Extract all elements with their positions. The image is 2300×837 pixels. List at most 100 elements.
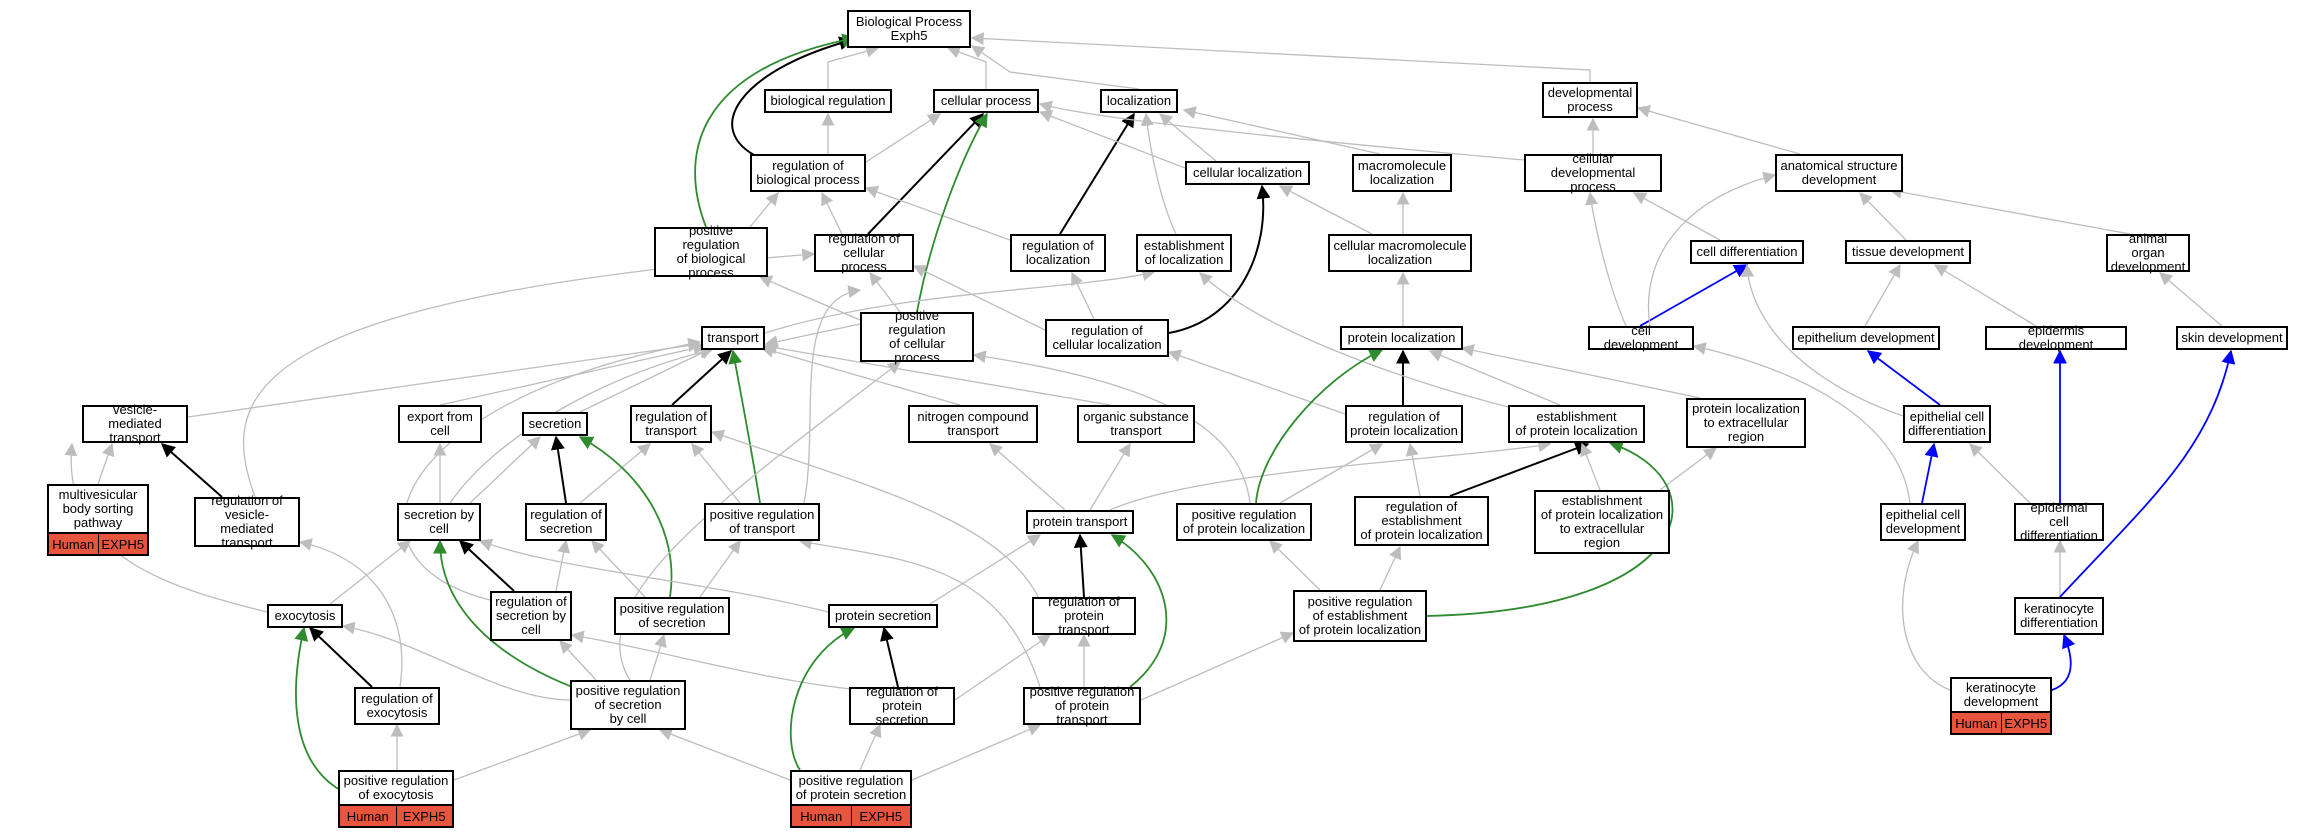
node-transport[interactable]: transport [701,326,765,350]
node-regsecretion[interactable]: regulation of secretion [525,503,607,541]
edge-posregsecretion-posregtransport [699,539,741,598]
edge-posregtransport-regtransport [691,442,741,504]
node-regcell[interactable]: regulation of cellular process [814,232,914,274]
edge-regsecbycell-regsecretion [555,539,571,592]
edge-cellproc [946,45,987,89]
edge-macroloc-loc [1182,106,1381,155]
node-protsecretion[interactable]: protein secretion [828,604,938,628]
edge-regbio-cellproc [865,113,942,163]
edge-posregcell-transport [764,323,861,348]
node-keratdiff[interactable]: keratinocyte differentiation [2014,597,2104,635]
node-cellproc[interactable]: cellular process [933,89,1039,113]
edge-organdev-anatdev [1888,185,2131,235]
node-exocytosis[interactable]: exocytosis [267,604,343,628]
edge-posregprotsec-protsecretion [789,627,856,771]
edge-estprotlocextra-estprotloc [1580,442,1601,491]
edge-regprotsecretion-protsecretion [880,626,899,688]
edge-keratdev-epithcelldev [1901,539,1951,691]
node-posregbio[interactable]: positive regulation of biological proces… [654,224,768,280]
node-bioreg[interactable]: biological regulation [764,89,892,113]
node-regestprotloc[interactable]: regulation of establishment of protein l… [1354,496,1489,546]
edge-organic-transport [763,341,1111,406]
edge-posregprotloc-protloc [1255,349,1384,504]
node-cellmacroloc[interactable]: cellular macromolecule localization [1328,234,1472,272]
node-regbio[interactable]: regulation of biological process [750,154,866,192]
node-mvb[interactable]: multivesicular body sorting pathway [47,484,149,534]
edge-estloc-loc [1140,112,1177,235]
node-bp[interactable]: Biological Process Exph5 [847,10,971,48]
node-skindev[interactable]: skin development [2176,326,2288,350]
node-regprotsecretion[interactable]: regulation of protein secretion [849,685,955,727]
node-regsecbycell[interactable]: regulation of secretion by cell [490,591,572,641]
node-cellloc[interactable]: cellular localization [1185,161,1310,185]
node-posregtransport[interactable]: positive regulation of transport [704,503,820,541]
edge-regbio-bp [731,36,854,159]
node-celldevproc[interactable]: cellular developmental process [1524,152,1662,194]
edge-mvb-vesicle [97,442,115,485]
edge-tissuedev-anatdev [1859,192,1907,241]
node-posregsecretion[interactable]: positive regulation of secretion [614,597,730,635]
node-regprotloc[interactable]: regulation of protein localization [1345,405,1463,443]
edge-regsecbycell-secbycell [458,540,515,592]
node-protlocextra[interactable]: protein localization to extracellular re… [1686,398,1806,448]
node-regvesicle[interactable]: regulation of vesicle-mediated transport [194,494,300,550]
node-celldiff[interactable]: cell differentiation [1690,240,1804,264]
edge-regcellloc-regloc [1071,271,1095,320]
edge-celldev-celldevproc [1585,191,1627,327]
edge-secretion-transport [579,347,714,413]
node-nitrogen[interactable]: nitrogen compound transport [908,405,1038,443]
node-export[interactable]: export from cell [398,405,482,443]
node-keratdev[interactable]: keratinocyte development [1950,677,2052,713]
edge-posregestprotloc-posregprotloc [1269,540,1321,591]
node-epidcelldiff[interactable]: epidermal cell differentiation [2014,501,2104,543]
edge-regsecretion-secretion [550,435,567,504]
node-secbycell[interactable]: secretion by cell [397,503,481,541]
node-regloc[interactable]: regulation of localization [1010,234,1106,272]
edge-regcell-cellproc [867,112,984,235]
node-macroloc[interactable]: macromolecule localization [1352,154,1452,192]
node-regcellloc[interactable]: regulation of cellular localization [1045,319,1169,357]
node-tissuedev[interactable]: tissue development [1845,240,1971,264]
node-estprotlocextra[interactable]: establishment of protein localization to… [1534,490,1670,554]
node-posregprottransport[interactable]: positive regulation of protein transport [1023,685,1141,727]
edge-posregcell-regcell [869,271,901,313]
node-regexocytosis[interactable]: regulation of exocytosis [354,687,440,725]
node-protloc[interactable]: protein localization [1340,326,1463,350]
node-epithcelldev[interactable]: epithelial cell development [1880,503,1966,541]
node-posregprotloc[interactable]: positive regulation of protein localizat… [1176,503,1312,541]
node-regprottransport[interactable]: regulation of protein transport [1032,595,1136,637]
node-posregestprotloc[interactable]: positive regulation of establishment of … [1293,590,1427,642]
edge-posregtransport-posregcell [803,285,862,504]
node-devproc[interactable]: developmental process [1542,82,1638,118]
node-epiddev[interactable]: epidermis development [1985,324,2127,352]
node-posregcell[interactable]: positive regulation of cellular process [860,309,974,365]
node-epithcelldiff[interactable]: epithelial cell differentiation [1903,405,1991,443]
node-organdev[interactable]: animal organ development [2106,232,2190,274]
node-posregsecbycell[interactable]: positive regulation of secretion by cell [570,680,686,730]
node-organic[interactable]: organic substance transport [1077,405,1195,443]
edge-prottransport-nitrogen [989,443,1066,511]
node-posregprotsec[interactable]: positive regulation of protein secretion [790,770,912,806]
node-estprotloc[interactable]: establishment of protein localization [1508,405,1645,443]
edge-posregsecbycell-regsecbycell [559,640,597,681]
node-regtransport[interactable]: regulation of transport [630,405,712,443]
edge-posregsecbycell-posregsecretion [649,633,667,681]
edge-regprotloc-regcellloc [1167,349,1346,415]
node-vesicle[interactable]: vesicle-mediated transport [82,403,188,445]
edge-posregsecretion-regsecretion [591,540,646,598]
node-anatdev[interactable]: anatomical structure development [1775,154,1903,192]
edge-keratdev-keratdiff [2051,633,2076,691]
node-secretion[interactable]: secretion [522,412,588,436]
node-posregexo[interactable]: positive regulation of exocytosis [338,770,454,806]
node-prottransport[interactable]: protein transport [1026,510,1134,534]
node-celldev[interactable]: cell development [1588,324,1694,352]
edge-posregprotsec-regprotsecretion [859,723,882,771]
node-epithdev[interactable]: epithelium development [1792,326,1940,350]
edge-posregprottransport-posregestprotloc [1140,631,1295,701]
node-loc[interactable]: localization [1100,89,1178,113]
edge-posregprotsec-posregsecbycell [658,728,791,781]
node-estloc[interactable]: establishment of localization [1136,234,1232,272]
edge-secbycell-transport [449,346,714,504]
